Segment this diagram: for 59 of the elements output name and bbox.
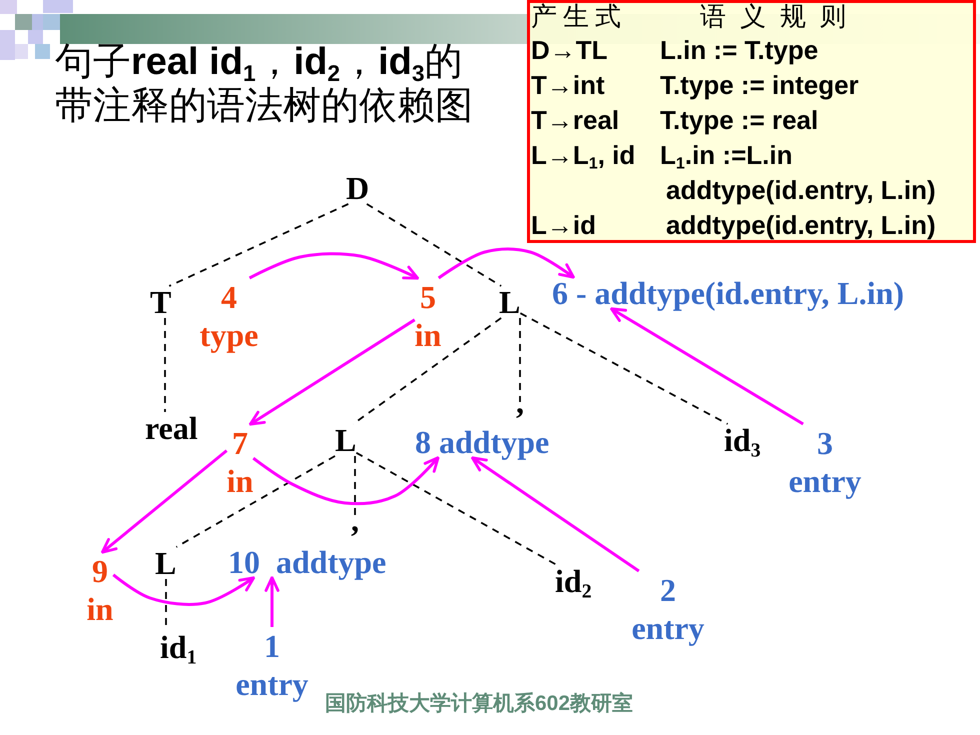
terminal-symbol: ,	[516, 402, 524, 420]
attribute-number: 3	[817, 424, 833, 462]
terminal-symbol: real	[145, 412, 198, 444]
grammar-symbol: L	[335, 424, 356, 456]
dependency-arrow	[264, 576, 280, 627]
dependency-arrow	[438, 248, 575, 280]
grammar-symbol: L	[155, 547, 176, 579]
dashed-tree-line	[520, 312, 728, 425]
attribute-label: 6 - addtype(id.entry, L.in)	[552, 277, 904, 309]
attribute-name: in	[86, 590, 114, 628]
dependency-arrow	[610, 307, 804, 426]
dashed-tree-line	[519, 318, 521, 402]
attribute-label: 10 addtype	[228, 546, 386, 578]
dashed-tree-line	[356, 452, 558, 566]
grammar-symbol: L	[499, 286, 520, 318]
dependency-arrow	[248, 252, 420, 280]
semantic-rule: L$_{1}$.in :=L.in	[660, 140, 792, 170]
attribute-name: entry	[788, 462, 862, 500]
terminal-symbol: ,	[351, 520, 359, 538]
grammar-symbol: T	[150, 286, 172, 318]
production-rule: L→L$_{1}$, id	[531, 140, 636, 170]
terminal-symbol: id$_{1}$	[160, 631, 197, 663]
semantic-rule: L.in := T.type	[660, 35, 818, 65]
attribute-name: in	[226, 462, 254, 500]
terminal-symbol: id$_{3}$	[724, 424, 761, 456]
dashed-tree-line	[164, 318, 166, 412]
semantic-rule: T.type := integer	[660, 70, 859, 100]
production-rule: D→TL	[531, 35, 608, 65]
slide-title: 句子real id$_{1}$，id$_{2}$，id$_{3}$的带注释的语法树的依赖图	[55, 40, 474, 128]
attribute-name: type	[200, 316, 258, 354]
dashed-tree-line	[168, 203, 349, 287]
attribute-number: 5	[420, 278, 436, 316]
dependency-arrow	[100, 449, 228, 554]
attribute-label: 8 addtype	[415, 426, 550, 458]
dashed-tree-line	[176, 455, 336, 548]
attribute-name: entry	[236, 665, 308, 703]
dashed-tree-line	[366, 203, 502, 287]
production-rule: T→int	[531, 70, 605, 100]
dependency-arrow	[470, 456, 640, 572]
production-rule: L→id	[531, 210, 596, 240]
attribute-number: 4	[221, 278, 237, 316]
footer-text: 国防科技大学计算机系602教研室	[325, 691, 634, 717]
table-header: 语义规则	[700, 1, 860, 31]
dependency-arrow	[112, 574, 256, 606]
attribute-name: entry	[632, 609, 704, 647]
dependency-arrow	[252, 456, 440, 506]
semantic-rule: addtype(id.entry, L.in)	[666, 210, 936, 240]
attribute-number: 2	[660, 571, 676, 609]
attribute-number: 9	[92, 552, 108, 590]
grammar-symbol: D	[346, 172, 370, 204]
semantic-rule: T.type := real	[660, 105, 818, 135]
production-rule: T→real	[531, 105, 620, 135]
dependency-arrow	[248, 318, 416, 426]
semantic-rule: addtype(id.entry, L.in)	[666, 175, 936, 205]
attribute-number: 7	[232, 424, 248, 462]
table-header: 产生式	[531, 1, 627, 31]
attribute-number: 1	[264, 627, 280, 665]
terminal-symbol: id$_{2}$	[555, 565, 592, 597]
attribute-name: in	[414, 316, 442, 354]
